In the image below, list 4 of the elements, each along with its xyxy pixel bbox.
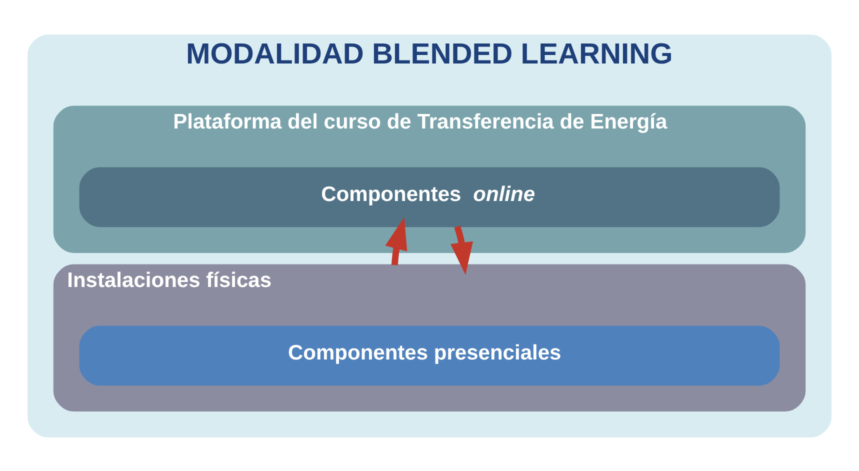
arrow xyxy=(385,216,408,265)
node-box: Componentes online xyxy=(79,166,780,227)
arrow xyxy=(450,225,474,274)
node-box: Componentes presenciales xyxy=(79,325,780,386)
